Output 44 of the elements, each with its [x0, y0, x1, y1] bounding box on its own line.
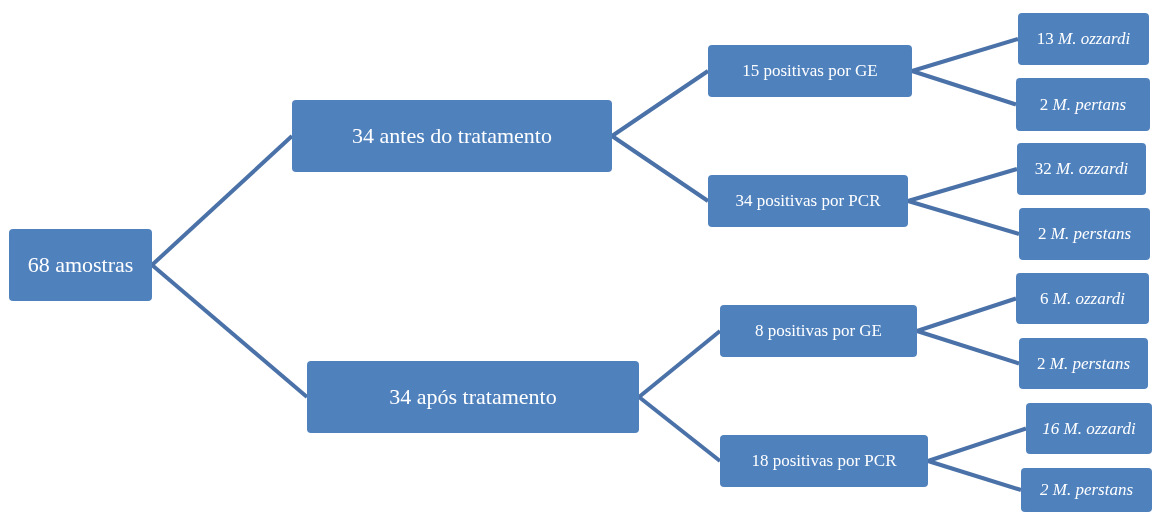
process-box	[708, 175, 908, 227]
node-label: 8 positivas por GE	[755, 321, 882, 341]
connector-line	[916, 329, 1020, 366]
process-box	[307, 361, 639, 433]
connector-line	[927, 459, 1022, 492]
node-label: 34 positivas por PCR	[735, 191, 881, 211]
connector-line	[916, 296, 1017, 333]
node-label: 15 positivas por GE	[742, 61, 878, 81]
connector-line	[610, 69, 710, 138]
node-label: 34 antes do tratamento	[352, 123, 552, 149]
process-box	[1019, 208, 1150, 260]
process-box	[1018, 13, 1149, 65]
process-box	[9, 229, 152, 301]
connector-line	[637, 329, 722, 399]
connector-line	[911, 69, 1017, 107]
node-label: 2 M. perstans	[1038, 224, 1131, 244]
node-label: 16 M. ozzardi	[1042, 418, 1136, 439]
process-box	[708, 45, 912, 97]
node-label: 18 positivas por PCR	[751, 451, 897, 471]
connector-line	[927, 426, 1027, 463]
process-box	[1016, 78, 1150, 131]
node-label: 34 após tratamento	[389, 384, 557, 410]
process-box	[720, 305, 917, 357]
connector-line	[150, 134, 294, 267]
connector-line	[911, 37, 1019, 73]
process-box	[1017, 143, 1146, 195]
node-label: 2 M. perstans	[1037, 353, 1130, 374]
process-box	[1016, 273, 1149, 324]
connector-line	[637, 395, 722, 463]
connector-line	[150, 263, 309, 399]
node-label: 2 M. perstans	[1040, 480, 1133, 500]
process-box	[720, 435, 928, 487]
node-label: 6 M. ozzardi	[1040, 288, 1125, 309]
connector-line	[907, 199, 1020, 236]
process-box	[1026, 403, 1152, 454]
node-label: 13 M. ozzardi	[1036, 29, 1131, 49]
process-box	[1019, 338, 1148, 389]
node-label: 32 M. ozzardi	[1034, 159, 1129, 179]
node-label: 68 amostras	[27, 252, 134, 278]
node-label: 2 M. pertans	[1039, 94, 1127, 115]
process-box	[292, 100, 612, 172]
connector-line	[610, 134, 710, 203]
process-box	[1021, 468, 1152, 512]
connector-line	[907, 167, 1018, 203]
